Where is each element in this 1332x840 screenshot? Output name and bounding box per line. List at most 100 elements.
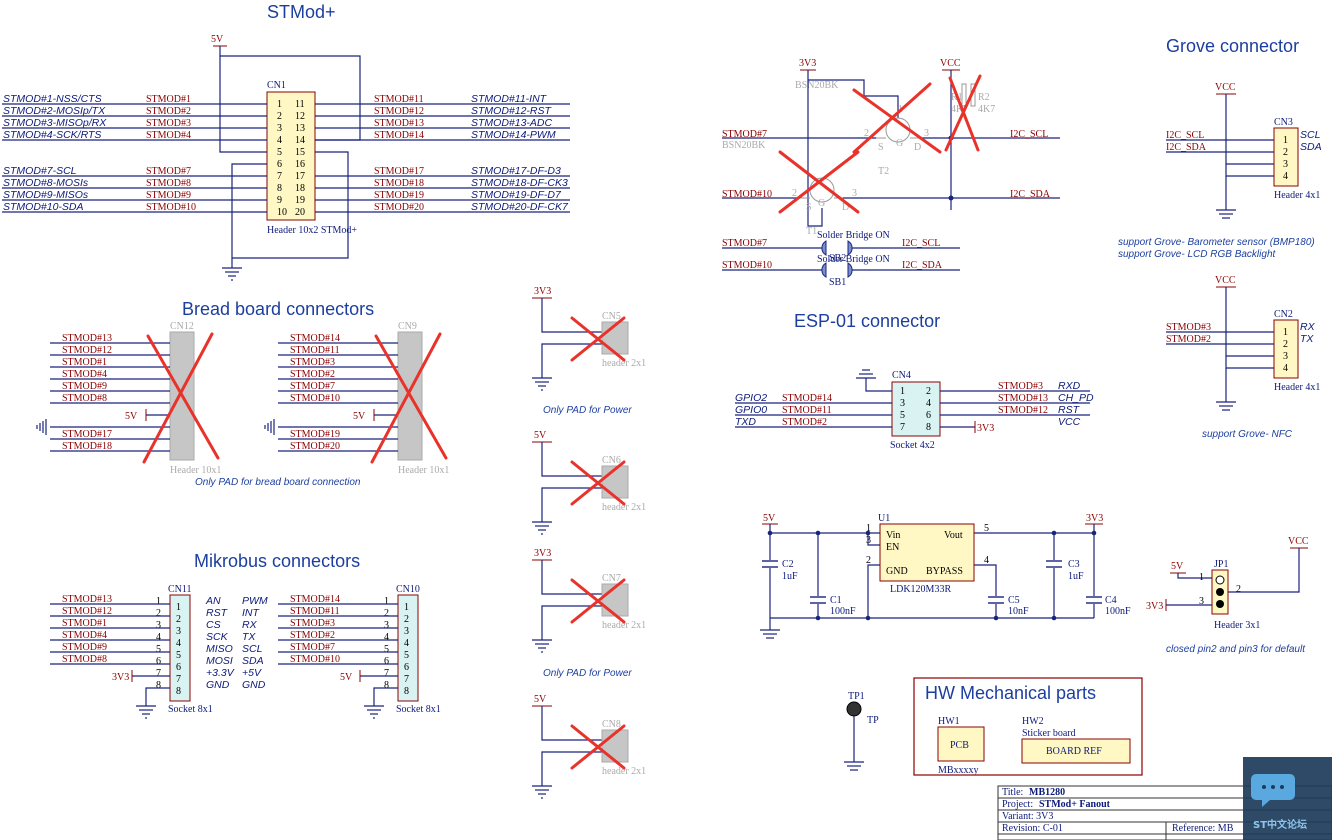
- cn1-pin-1: 1: [277, 99, 282, 110]
- jp1-3v3-label: 3V3: [1146, 601, 1163, 612]
- cn10-sig-2: STMOD#3: [290, 618, 335, 629]
- cn1-gnd-icon: [222, 267, 242, 281]
- sb2-desc: Solder Bridge ON: [817, 230, 890, 241]
- cn11-pin-num-3: 3: [156, 620, 161, 631]
- sb1-ref: SB1: [829, 277, 846, 288]
- cn1-pin-7: 7: [277, 171, 282, 182]
- t2-s: S: [878, 142, 884, 153]
- hw1-box: [937, 726, 985, 762]
- cn2-value: Header 4x1: [1274, 382, 1320, 393]
- cn1-left-sig-7: STMOD#10: [146, 202, 196, 213]
- cn2-note: support Grove- NFC: [1202, 429, 1293, 440]
- cn9-cross-2: [370, 332, 442, 464]
- cn11-fa-0: AN: [205, 595, 221, 607]
- cn2-gnd-icon: [1216, 401, 1236, 411]
- cn6-ref: CN6: [602, 455, 621, 466]
- cn3-net-scl: SCL: [1300, 129, 1321, 141]
- i2c-scl-label: I2C_SCL: [1010, 129, 1048, 140]
- i2c-3v3-label: 3V3: [799, 58, 816, 69]
- tp1-ref: TP1: [848, 691, 865, 702]
- cn4-right-sig-2: STMOD#12: [998, 405, 1048, 416]
- cn8-power-label: 5V: [534, 694, 547, 705]
- t1-g: G: [818, 198, 825, 209]
- jp1-pin3: [1216, 600, 1224, 608]
- cn9-value: Header 10x1: [398, 465, 449, 476]
- cn1-right-sig-2: STMOD#13: [374, 118, 424, 129]
- watermark-logo: ST中文论坛: [1243, 757, 1332, 840]
- cn11-fa-2: CS: [206, 619, 221, 631]
- t1-part-label: BSN20BK: [722, 140, 766, 151]
- cn12-sig-7: STMOD#18: [62, 441, 112, 452]
- r-cross-2: [944, 74, 982, 152]
- u1-pin1: 1: [866, 523, 871, 534]
- cn4-pin-r3: 8: [926, 422, 931, 433]
- cn10-pin-5: 5: [404, 650, 409, 661]
- tb-revision: Revision: C-01: [1002, 823, 1063, 834]
- u1-pin2: 2: [866, 555, 871, 566]
- c1-value: 100nF: [830, 606, 856, 617]
- cn1-left-sig-3: STMOD#4: [146, 130, 191, 141]
- t2-cross-2: [852, 82, 932, 154]
- cn11-fb-1: INT: [242, 607, 261, 619]
- cn4-right-net-1: CH_PD: [1058, 392, 1094, 404]
- r1-value: 4K7: [951, 104, 968, 115]
- cn12-5v-label: 5V: [125, 411, 138, 422]
- cn1-pin-9: 9: [277, 195, 282, 206]
- hw2-box: [1021, 738, 1131, 764]
- cn1-pin-8: 8: [277, 183, 282, 194]
- cn2-ref: CN2: [1274, 309, 1293, 320]
- jp1-pin3-num: 3: [1199, 596, 1204, 607]
- cn1-left-sig-0: STMOD#1: [146, 94, 191, 105]
- cn1-right-sig-4: STMOD#17: [374, 166, 424, 177]
- cn10-ref: CN10: [396, 584, 420, 595]
- cn5-value: header 2x1: [602, 358, 646, 369]
- cn12-ref: CN12: [170, 321, 194, 332]
- cn1-right-sig-5: STMOD#18: [374, 178, 424, 189]
- cn11-pin-1: 1: [176, 602, 181, 613]
- cn3-note-2: support Grove- LCD RGB Backlight: [1118, 249, 1277, 260]
- cn9-cross: [374, 334, 448, 460]
- tp1-section: TP1 TP: [844, 691, 879, 771]
- cn10-value: Socket 8x1: [396, 704, 441, 715]
- cn11-ref: CN11: [168, 584, 192, 595]
- cn4-left-sig-1: STMOD#11: [782, 405, 832, 416]
- t1-pin3: 3: [852, 188, 857, 199]
- watermark-text: ST中文论坛: [1253, 818, 1307, 831]
- cn5-power-label: 3V3: [534, 286, 551, 297]
- cn11-fa-1: RST: [206, 607, 229, 619]
- cn4-pin-l1: 3: [900, 398, 905, 409]
- cn1-right-net-5: STMOD#18-DF-CK3: [471, 177, 568, 189]
- cn1-left-net-0: STMOD#1-NSS/CTS: [3, 93, 102, 105]
- t1-s: S: [806, 202, 812, 213]
- t2-g: G: [896, 138, 903, 149]
- t2-cross: [852, 88, 942, 154]
- cn4-right-net-3: VCC: [1058, 416, 1081, 428]
- cn11-fb-7: GND: [242, 679, 266, 691]
- cn8-value: header 2x1: [602, 766, 646, 777]
- tb-reference: Reference: MB: [1172, 823, 1234, 834]
- cn10-pin-4: 4: [404, 638, 409, 649]
- cn4-ref: CN4: [892, 370, 911, 381]
- jp1-section: 5V 3V3 VCC JP1 1 2 3 Header 3x1 closed p…: [1146, 536, 1309, 655]
- cn1-pin-19: 19: [295, 195, 305, 206]
- cn1-ref: CN1: [267, 80, 286, 91]
- chat-bubble-icon: [1251, 774, 1295, 807]
- cn11-gnd-icon: [136, 705, 156, 719]
- cn1-right-sig-7: STMOD#20: [374, 202, 424, 213]
- cn2-net-tx: TX: [1300, 333, 1314, 345]
- cn11-pin-8: 8: [176, 686, 181, 697]
- hw2-desc: Sticker board: [1022, 728, 1076, 739]
- cn1-right-sig-0: STMOD#11: [374, 94, 424, 105]
- cn4-3v3-label: 3V3: [977, 423, 994, 434]
- sb1-sda: I2C_SDA: [902, 260, 943, 271]
- hw1-ref: HW1: [938, 716, 960, 727]
- cn1-right-net-7: STMOD#20-DF-CK7: [471, 201, 569, 213]
- cn1-pin-2: 2: [277, 111, 282, 122]
- cn11-sig-1: STMOD#12: [62, 606, 112, 617]
- jp1-pin2-num: 2: [1236, 584, 1241, 595]
- hw2-box-text: BOARD REF: [1046, 746, 1102, 757]
